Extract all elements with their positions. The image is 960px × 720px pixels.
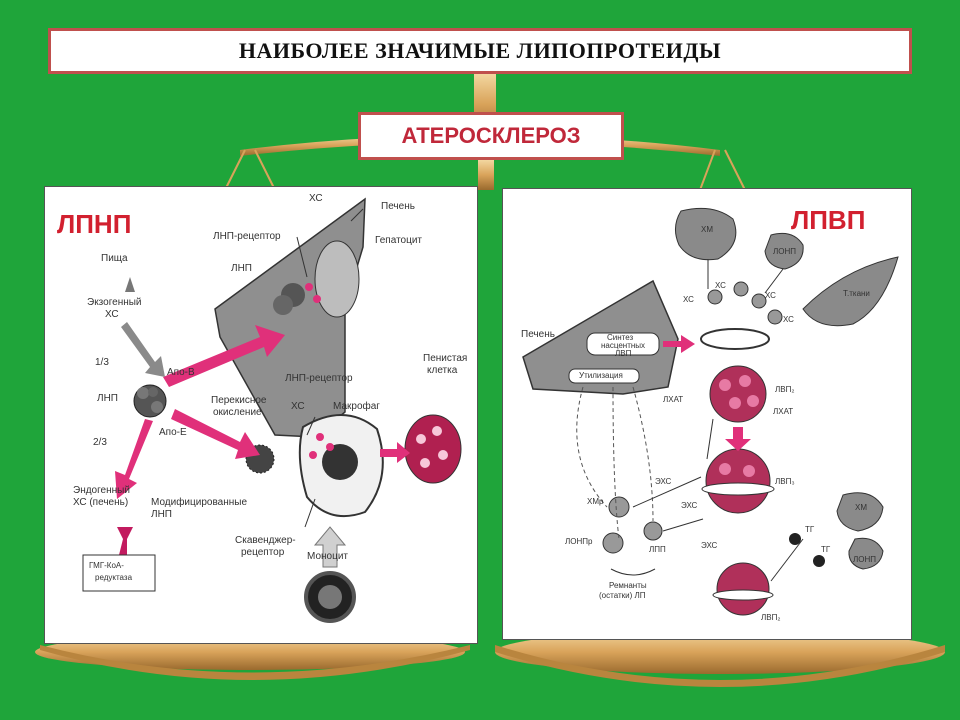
label-exs-b: ЭХС (681, 501, 698, 510)
label-peroxide-2: окисление (213, 407, 262, 418)
label-lvp2-top: ЛВП₂ (775, 385, 795, 394)
label-remnants-2: (остатки) ЛП (599, 591, 646, 600)
label-xm-top: ХМ (701, 225, 713, 234)
label-lhat-left: ЛХАТ (663, 395, 684, 404)
label-lvp2-bottom: ЛВП₂ (761, 613, 781, 622)
label-exs-a: ЭХС (655, 477, 672, 486)
label-exogenous: Экзогенный (87, 297, 142, 308)
label-hmg-1: ГМГ-КоА- (89, 561, 124, 570)
title-banner: НАИБОЛЕЕ ЗНАЧИМЫЕ ЛИПОПРОТЕИДЫ (48, 28, 912, 74)
label-xs-top: ХС (309, 193, 323, 204)
page-title: НАИБОЛЕЕ ЗНАЧИМЫЕ ЛИПОПРОТЕИДЫ (238, 38, 722, 63)
label-modified-2: ЛНП (151, 509, 172, 520)
page-subtitle: АТЕРОСКЛЕРОЗ (401, 123, 581, 148)
label-xs-liver: ХС (печень) (73, 497, 129, 508)
label-synth-3: ЛВП (615, 349, 632, 358)
label-macrophage: Макрофаг (333, 401, 380, 412)
hmg-box (82, 554, 156, 592)
label-ldl-top: ЛНП (231, 263, 252, 274)
label-xmr: ХМр (587, 497, 604, 506)
ldl-heading: ЛПНП (57, 209, 132, 239)
hdl-heading: ЛПВП (791, 205, 866, 235)
label-lonp-bottom: ЛОНП (853, 555, 876, 564)
label-xm-bottom: ХМ (855, 503, 867, 512)
label-hepatocyte: Гепатоцит (375, 235, 422, 246)
label-modified-1: Модифицированные (151, 497, 248, 508)
label-xs-exo: ХС (105, 309, 119, 320)
label-liver: Печень (381, 201, 415, 212)
label-ldl-receptor-top: ЛНП-рецептор (213, 231, 281, 242)
ldl-diagram (82, 197, 462, 623)
ldl-panel: ЛПНП Пища Экзогенный ХС 1/3 ЛНП 2/3 Эндо… (44, 186, 478, 644)
label-two-thirds: 2/3 (93, 437, 107, 448)
label-synth-2: насцентных (601, 341, 646, 350)
label-xs-b: ХС (683, 295, 694, 304)
label-lvp3: ЛВП₃ (775, 477, 795, 486)
label-one-third: 1/3 (95, 357, 109, 368)
label-liver-hdl: Печень (521, 329, 555, 340)
label-ldl-receptor-mid: ЛНП-рецептор (285, 373, 353, 384)
label-utilization: Утилизация (579, 371, 623, 380)
label-tg-a: ТГ (805, 525, 815, 534)
label-food: Пища (101, 253, 128, 264)
label-tissue: Т.ткани (843, 289, 870, 298)
hdl-diagram (522, 207, 899, 616)
subtitle-banner: АТЕРОСКЛЕРОЗ (358, 112, 624, 160)
label-peroxide-1: Перекисное (211, 395, 267, 406)
label-foam-2: клетка (427, 365, 458, 376)
label-apo-e: Апо-Е (159, 427, 187, 438)
label-foam-1: Пенистая (423, 353, 468, 364)
label-hmg-2: редуктаза (95, 573, 133, 582)
label-scavenger-1: Скавенджер- (235, 535, 296, 546)
label-xs-d: ХС (783, 315, 794, 324)
label-lonp-top: ЛОНП (773, 247, 796, 256)
label-lhat-right: ЛХАТ (773, 407, 794, 416)
label-exs-c: ЭХС (701, 541, 718, 550)
label-endogenous: Эндогенный (73, 485, 130, 496)
label-xs-mid: ХС (291, 401, 305, 412)
label-remnants-1: Ремнанты (609, 581, 647, 590)
label-ldl: ЛНП (97, 393, 118, 404)
hdl-panel: ЛПВП ХМ ЛОНП ХС ХС ХС ХС Т.ткани Печень … (502, 188, 912, 640)
label-xs-a: ХС (715, 281, 726, 290)
label-scavenger-2: рецептор (241, 547, 285, 558)
label-apo-b: Апо-В (167, 367, 195, 378)
label-lonpr: ЛОНПр (565, 537, 593, 546)
label-xs-c: ХС (765, 291, 776, 300)
label-lpp: ЛПП (649, 545, 666, 554)
label-tg-b: ТГ (821, 545, 831, 554)
label-monocyte: Моноцит (307, 551, 348, 562)
label-synth-1: Синтез (607, 333, 634, 342)
